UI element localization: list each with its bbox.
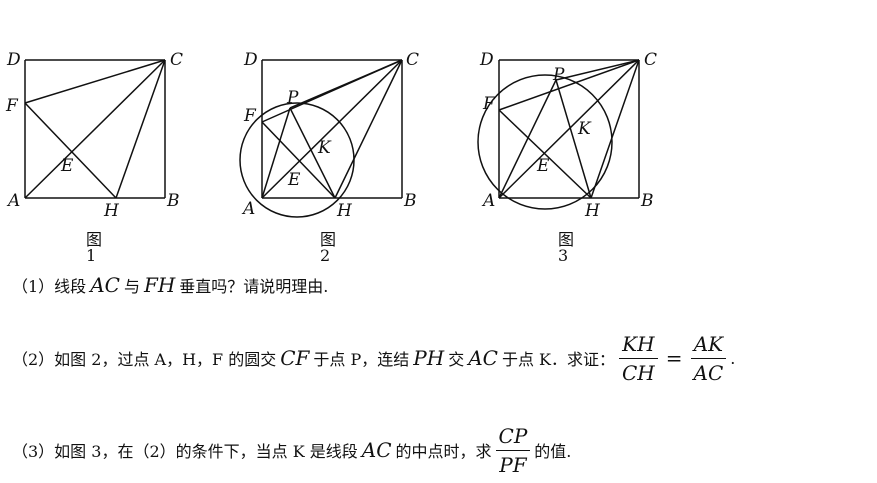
- point-label-a: A: [243, 199, 256, 219]
- q2-segment-ph: PH: [413, 346, 445, 370]
- point-label-e: E: [537, 156, 550, 176]
- point-label-a: A: [483, 191, 496, 211]
- q2-end: .: [730, 348, 736, 368]
- q2-fraction-ak-ac: AK AC: [690, 331, 727, 385]
- point-label-p: P: [287, 88, 299, 108]
- point-label-f: F: [483, 94, 495, 114]
- point-label-b: B: [167, 191, 180, 211]
- q1-segment-ac: AC: [90, 273, 120, 297]
- q3-fraction-cp-pf: CP PF: [496, 424, 531, 477]
- figure-caption: 图2: [320, 230, 337, 265]
- point-label-k: K: [318, 138, 331, 158]
- point-label-e: E: [288, 170, 301, 190]
- figure-caption: 图1: [86, 230, 103, 265]
- fraction-numerator: KH: [622, 331, 655, 356]
- point-label-p: P: [553, 65, 565, 85]
- point-label-d: D: [244, 50, 258, 70]
- figure-1-diagram: [24, 59, 166, 199]
- point-label-k: K: [578, 119, 591, 139]
- q3-segment-ac: AC: [361, 438, 392, 462]
- point-label-f: F: [244, 106, 256, 126]
- q2-fraction-kh-ch: KH CH: [619, 332, 658, 385]
- point-label-h: H: [104, 201, 119, 221]
- fraction-denominator: PF: [496, 449, 530, 477]
- q2-segment-ac: AC: [468, 346, 498, 370]
- fraction-denominator: CH: [619, 357, 658, 385]
- fraction-numerator: AK: [693, 331, 724, 356]
- q3-prefix: （3）如图 3，在（2）的条件下，当点 K 是线段: [12, 442, 358, 461]
- point-label-f: F: [6, 96, 18, 116]
- q1-suffix: 垂直吗？请说明理由.: [179, 277, 329, 296]
- q2-prefix: （2）如图 2，过点 A，H，F 的圆交: [12, 350, 277, 369]
- point-label-h: H: [337, 201, 352, 221]
- figure-2-diagram: [239, 59, 403, 218]
- q1-prefix: （1）线段: [12, 277, 87, 296]
- question-1: （1）线段 AC 与 FH 垂直吗？请说明理由.: [12, 270, 328, 300]
- point-label-c: C: [170, 50, 184, 70]
- figure-3-diagram: [477, 59, 640, 210]
- q1-segment-fh: FH: [143, 273, 176, 297]
- point-label-b: B: [641, 191, 654, 211]
- point-label-d: D: [480, 50, 494, 70]
- fraction-denominator: AC: [690, 357, 727, 385]
- q3-mid: 的中点时，求: [395, 442, 492, 461]
- question-3: （3）如图 3，在（2）的条件下，当点 K 是线段 AC 的中点时，求 CP P…: [12, 420, 571, 480]
- point-label-b: B: [404, 191, 417, 211]
- figure-caption: 图3: [558, 230, 575, 265]
- equals-sign: =: [665, 346, 683, 370]
- fraction-numerator: CP: [498, 423, 528, 448]
- point-label-c: C: [406, 50, 420, 70]
- q2-mid1: 于点 P，连结: [313, 350, 410, 369]
- q3-suffix: 的值.: [534, 442, 572, 461]
- point-label-d: D: [7, 50, 21, 70]
- q1-mid: 与: [123, 277, 140, 296]
- q2-mid2: 交: [448, 350, 465, 369]
- q2-segment-cf: CF: [280, 346, 310, 370]
- point-label-a: A: [8, 191, 21, 211]
- point-label-h: H: [585, 201, 600, 221]
- q2-mid3: 于点 K．求证：: [501, 350, 615, 369]
- question-2: （2）如图 2，过点 A，H，F 的圆交 CF 于点 P，连结 PH 交 AC …: [12, 328, 735, 388]
- point-label-e: E: [61, 156, 74, 176]
- point-label-c: C: [644, 50, 658, 70]
